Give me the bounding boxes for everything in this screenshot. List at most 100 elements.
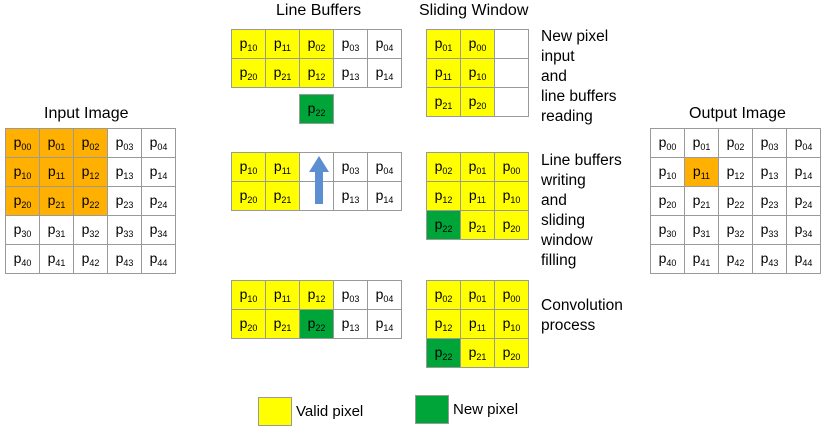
pixel-cell: p12: [299, 280, 334, 310]
pixel-cell: p10: [5, 157, 40, 187]
pixel-cell: p20: [460, 87, 495, 117]
pixel-index: 11: [442, 72, 453, 82]
pixel-cell: p11: [684, 157, 719, 187]
pixel-cell: p22: [73, 186, 108, 216]
pixel-cell: p32: [73, 215, 108, 245]
pixel-cell: p30: [5, 215, 40, 245]
pixel-index: 13: [123, 171, 134, 181]
pixel-index: 24: [802, 200, 813, 210]
pixel-label: p11: [468, 187, 487, 205]
pixel-index: 31: [55, 229, 66, 239]
pixel-index: 00: [476, 43, 487, 53]
pixel-index: 01: [476, 166, 487, 176]
pixel-cell: p11: [426, 58, 461, 88]
pixel-index: 20: [21, 200, 32, 210]
pixel-index: 21: [476, 224, 487, 234]
pixel-cell: p21: [265, 58, 300, 88]
pixel-label: p21: [468, 216, 487, 234]
pixel-label: p44: [149, 250, 168, 268]
pixel-cell: p21: [39, 186, 74, 216]
pixel-index: 04: [157, 142, 168, 152]
pixel-label: p12: [434, 315, 453, 333]
pixel-cell: p13: [107, 157, 142, 187]
pixel-index: 23: [768, 200, 779, 210]
pixel-label: p20: [502, 216, 521, 234]
pixel-index: 01: [476, 294, 487, 304]
pixel-cell: p34: [141, 215, 176, 245]
description-line: window: [541, 232, 593, 249]
pixel-label: p32: [81, 221, 100, 239]
pixel-cell: p12: [73, 157, 108, 187]
pixel-index: 40: [666, 258, 677, 268]
pixel-cell: p02: [426, 152, 461, 182]
pixel-cell: p23: [752, 186, 787, 216]
pixel-label: p30: [658, 221, 677, 239]
input-image-title: Input Image: [44, 105, 129, 122]
pixel-index: 32: [734, 229, 745, 239]
pixel-index: 02: [442, 294, 453, 304]
pixel-cell: p12: [426, 309, 461, 339]
pixel-index: 14: [157, 171, 168, 181]
pixel-cell: p31: [39, 215, 74, 245]
pixel-cell: p20: [231, 309, 266, 339]
pixel-cell: p22: [426, 210, 461, 240]
pixel-cell: p20: [494, 338, 529, 368]
pixel-index: 02: [734, 142, 745, 152]
pixel-index: 02: [89, 142, 100, 152]
pixel-label: p22: [434, 344, 453, 362]
pixel-index: 14: [383, 72, 394, 82]
pixel-label: p14: [375, 315, 394, 333]
pixel-label: p01: [434, 35, 453, 53]
pixel-cell: p33: [107, 215, 142, 245]
pixel-index: 30: [666, 229, 677, 239]
pixel-index: 33: [768, 229, 779, 239]
pixel-cell: p13: [333, 309, 368, 339]
description-line: and: [541, 68, 567, 85]
pixel-label: p21: [692, 192, 711, 210]
pixel-cell: p21: [684, 186, 719, 216]
description-line: and: [541, 192, 567, 209]
pixel-cell: p10: [231, 29, 266, 59]
pixel-label: p11: [273, 158, 292, 176]
pixel-cell: p41: [39, 244, 74, 274]
pixel-index: 22: [89, 200, 100, 210]
pixel-cell: p04: [367, 29, 402, 59]
pixel-index: 44: [157, 258, 168, 268]
pixel-cell: p10: [231, 280, 266, 310]
pixel-label: p10: [502, 315, 521, 333]
pixel-label: p13: [115, 163, 134, 181]
pixel-cell: p04: [367, 280, 402, 310]
pixel-label: p10: [13, 163, 32, 181]
pixel-index: 11: [700, 171, 711, 181]
pixel-cell: p22: [718, 186, 753, 216]
pixel-label: p22: [81, 192, 100, 210]
pixel-label: p32: [726, 221, 745, 239]
pixel-cell: p00: [460, 29, 495, 59]
pixel-label: p11: [47, 163, 66, 181]
pixel-cell: p01: [460, 152, 495, 182]
pixel-index: 13: [349, 323, 360, 333]
pixel-index: 10: [247, 43, 258, 53]
pixel-label: p20: [502, 344, 521, 362]
pixel-index: 21: [55, 200, 66, 210]
pixel-index: 44: [802, 258, 813, 268]
pixel-label: p20: [13, 192, 32, 210]
pixel-cell: p11: [39, 157, 74, 187]
pixel-index: 11: [281, 294, 292, 304]
pixel-label: p13: [341, 187, 360, 205]
description-line: process: [541, 317, 596, 334]
pixel-cell: p21: [265, 309, 300, 339]
pixel-index: 34: [157, 229, 168, 239]
pixel-cell: p14: [367, 309, 402, 339]
pixel-index: 10: [476, 72, 487, 82]
pixel-label: p12: [726, 163, 745, 181]
pixel-label: p01: [468, 158, 487, 176]
line-buffers-title: Line Buffers: [276, 2, 362, 19]
